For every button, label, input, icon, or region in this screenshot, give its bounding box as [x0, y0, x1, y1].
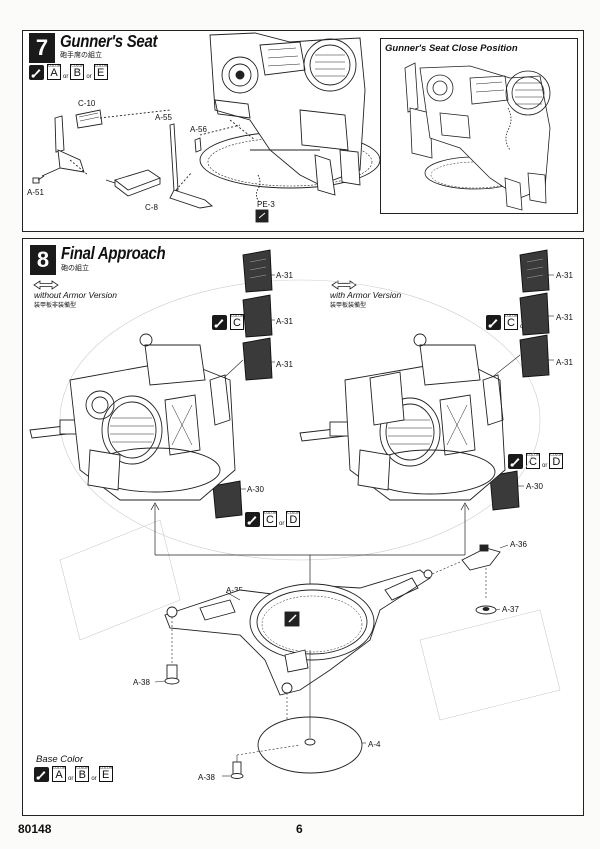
part-label-a51: A-51 — [27, 188, 44, 197]
part-label-c10: C-10 — [78, 99, 96, 108]
part-label-a4: A-4 — [368, 740, 381, 749]
step-8-subtitle: 砲の組立 — [61, 265, 89, 272]
page-number: 6 — [296, 822, 303, 836]
part-label-a31: A-31 — [556, 358, 573, 367]
part-label-a31: A-31 — [276, 271, 293, 280]
step-7-number: 7 — [29, 33, 55, 63]
part-label-a31: A-31 — [556, 271, 573, 280]
paint-brush-icon — [508, 454, 523, 469]
part-label-c8: C-8 — [145, 203, 158, 212]
paint-brush-icon — [34, 767, 49, 782]
part-label-a30: A-30 — [247, 485, 264, 494]
paint-brush-icon — [245, 512, 260, 527]
step-7-subtitle: 砲手席の組立 — [60, 52, 102, 59]
part-label-a30: A-30 — [526, 482, 543, 491]
paint-brush-icon — [212, 315, 227, 330]
without-armor-label: without Armor Version — [34, 290, 117, 300]
close-position-drawing — [404, 62, 551, 211]
step-7-title: Gunner's Seat — [60, 32, 158, 52]
part-label-a31: A-31 — [556, 313, 573, 322]
step-8-title: Final Approach — [61, 244, 166, 264]
part-label-pe3: PE-3 — [257, 200, 275, 209]
part-label-a55: A-55 — [155, 113, 172, 122]
paint-brush-icon — [29, 65, 44, 80]
part-label-a36: A-36 — [510, 540, 527, 549]
part-label-a35: A-35 — [226, 586, 243, 595]
part-label-a38: A-38 — [198, 773, 215, 782]
paint-brush-icon — [486, 315, 501, 330]
part-label-a38: A-38 — [133, 678, 150, 687]
base-color-label: Base Color — [36, 754, 83, 765]
part-label-a31: A-31 — [276, 317, 293, 326]
part-label-a37: A-37 — [502, 605, 519, 614]
part-label-a56: A-56 — [190, 125, 207, 134]
double-arrow-icon — [33, 280, 59, 290]
with-armor-label-jp: 装甲板装備型 — [330, 303, 367, 309]
step-8-number: 8 — [30, 245, 56, 275]
gunner-seat-drawing — [32, 32, 381, 223]
part-label-a31: A-31 — [276, 360, 293, 369]
with-armor-label: with Armor Version — [330, 290, 402, 300]
without-armor-label-jp: 装甲板非装備型 — [34, 303, 77, 309]
kit-number: 80148 — [18, 822, 52, 836]
close-position-title: Gunner's Seat Close Position — [385, 43, 518, 54]
